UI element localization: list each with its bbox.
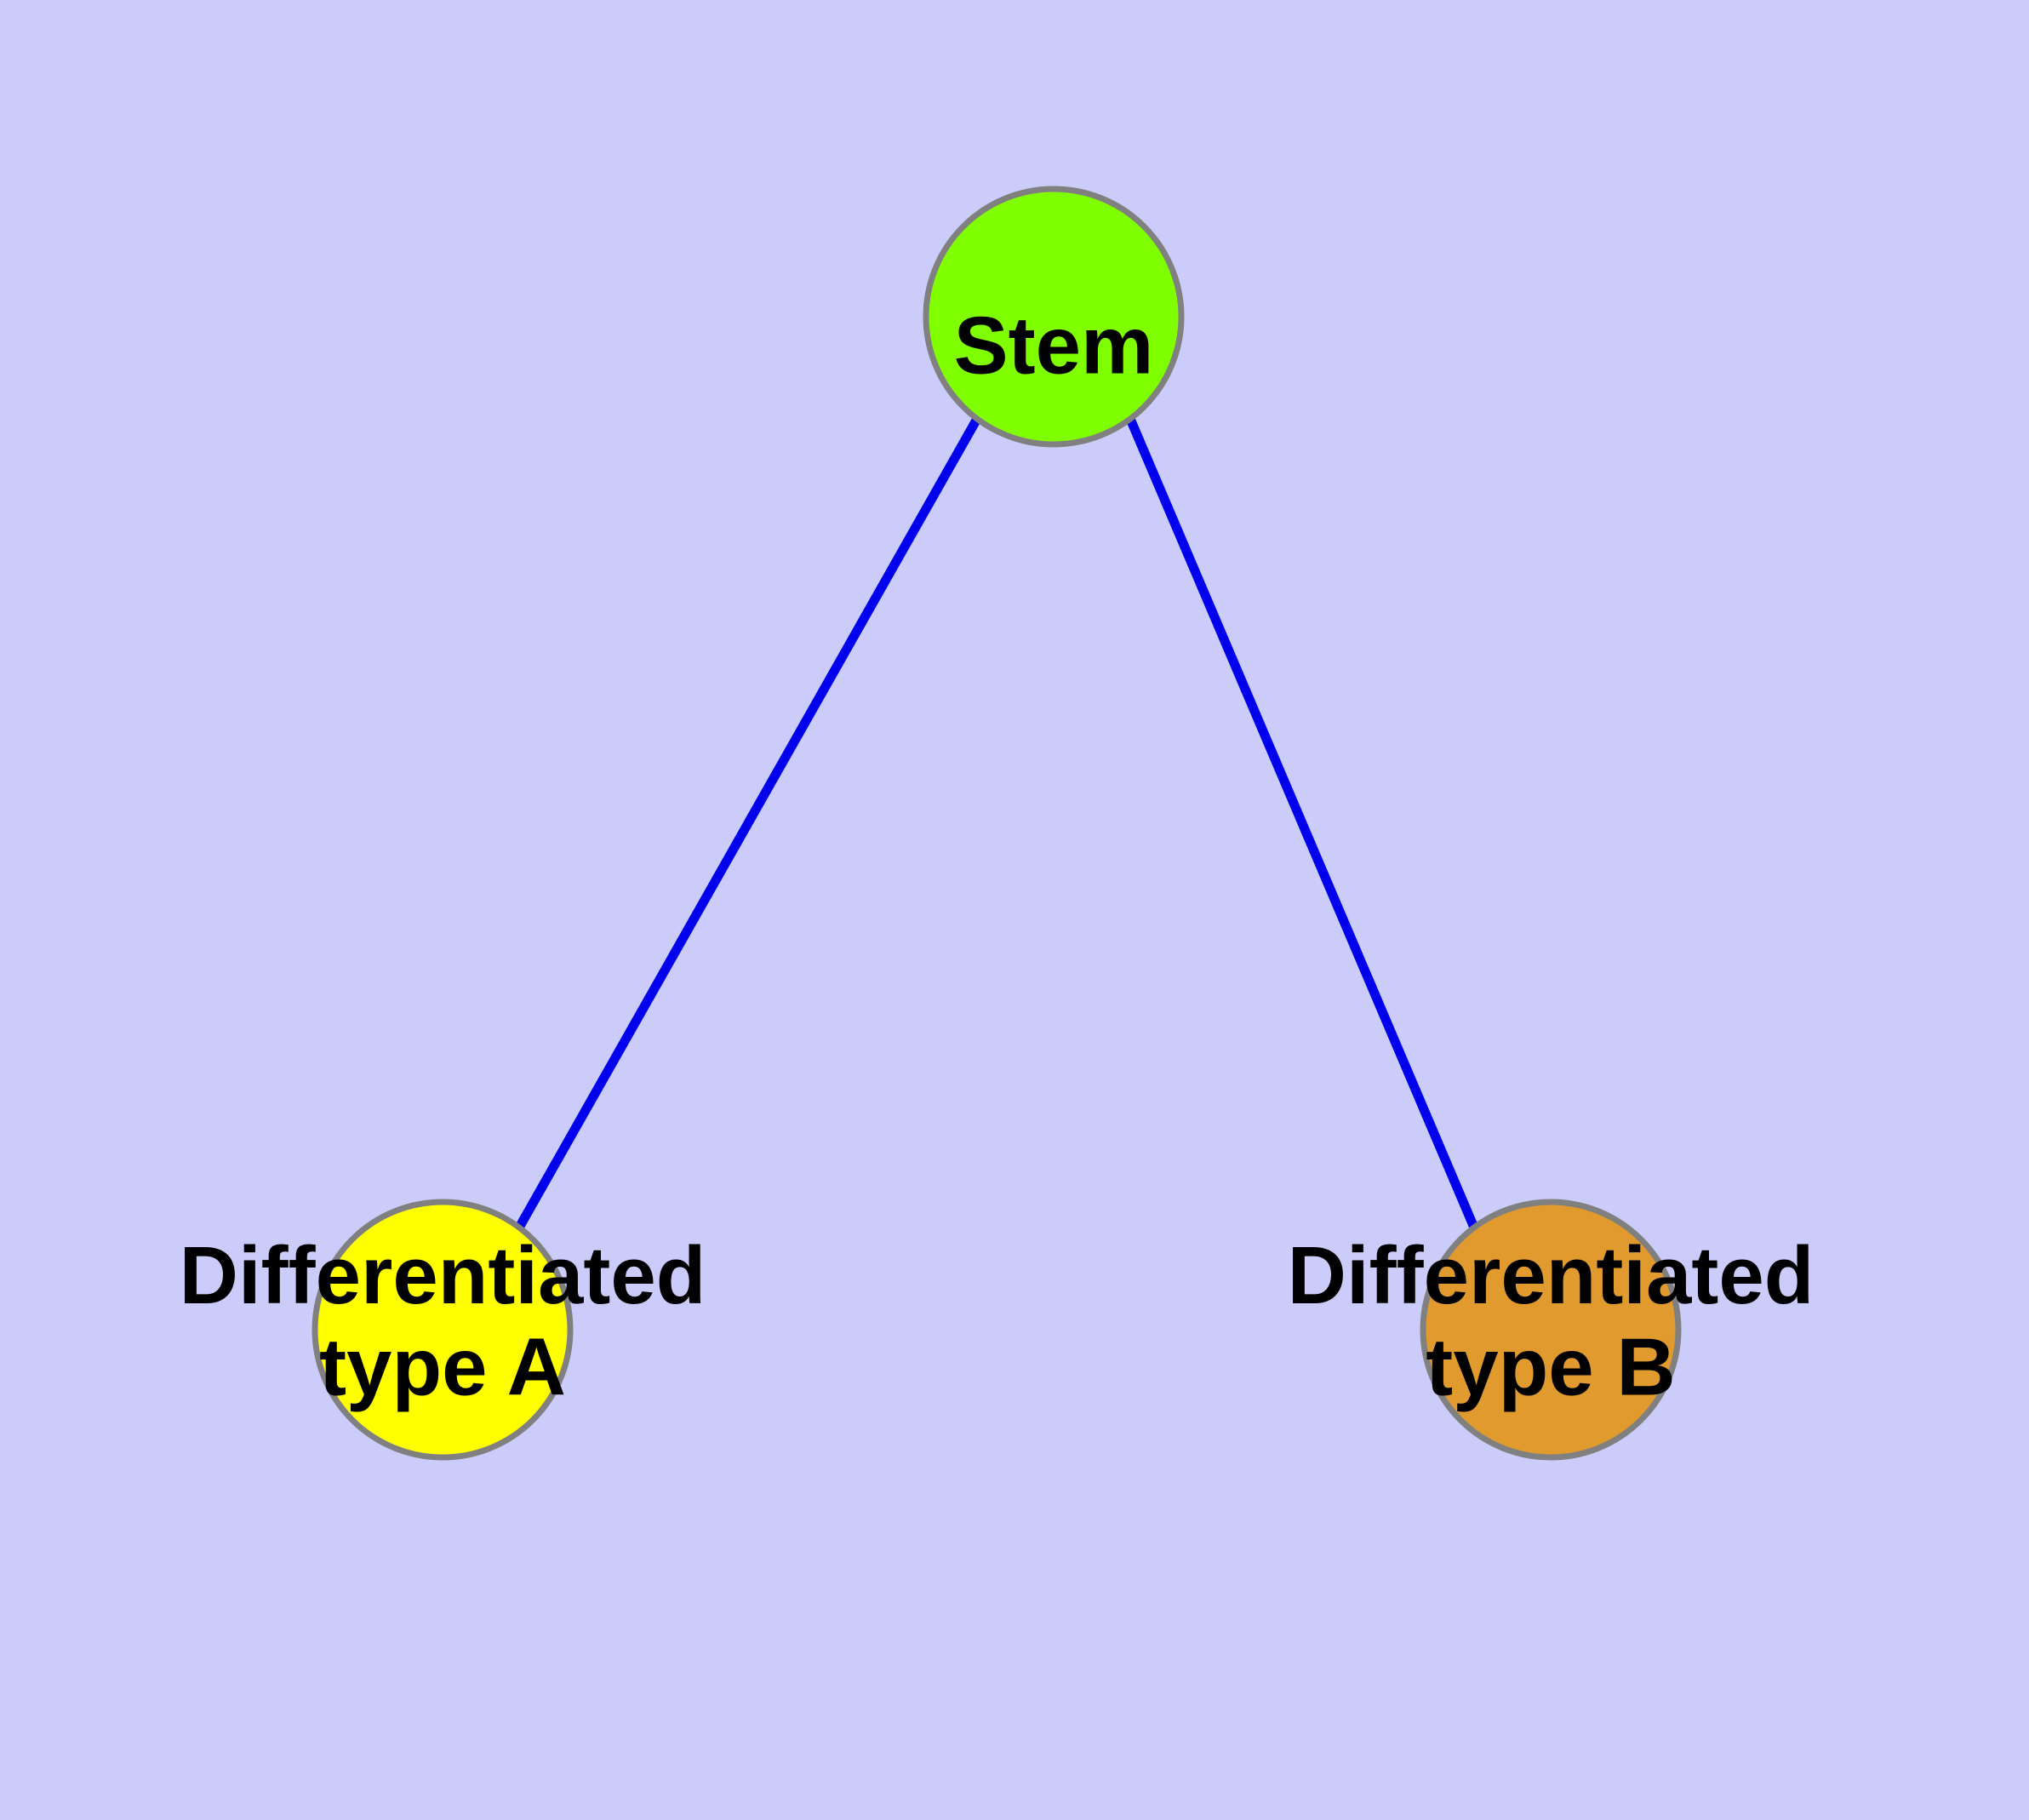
edge-stem-to-differentiated-type-a[interactable] bbox=[515, 416, 981, 1230]
node-label-line: type B bbox=[1426, 1321, 1675, 1412]
node-stem[interactable] bbox=[923, 186, 1185, 448]
edge-stem-to-differentiated-type-b[interactable] bbox=[1125, 416, 1479, 1230]
node-label-line: Stem bbox=[954, 300, 1154, 392]
nodes-group bbox=[311, 186, 1682, 1461]
node-label-line: Differentiated bbox=[1288, 1230, 1815, 1321]
node-stem-circle[interactable] bbox=[923, 186, 1185, 448]
node-differentiated-type-a-circle[interactable] bbox=[311, 1199, 574, 1461]
node-label-line: type A bbox=[319, 1321, 566, 1412]
node-differentiated-type-b-circle[interactable] bbox=[1420, 1199, 1682, 1461]
node-stem-label: Stem bbox=[954, 300, 1154, 392]
node-differentiated-type-a[interactable] bbox=[311, 1199, 574, 1461]
node-differentiated-type-b[interactable] bbox=[1420, 1199, 1682, 1461]
edges-group bbox=[515, 416, 1479, 1230]
node-label-line: Differentiated bbox=[180, 1230, 706, 1321]
